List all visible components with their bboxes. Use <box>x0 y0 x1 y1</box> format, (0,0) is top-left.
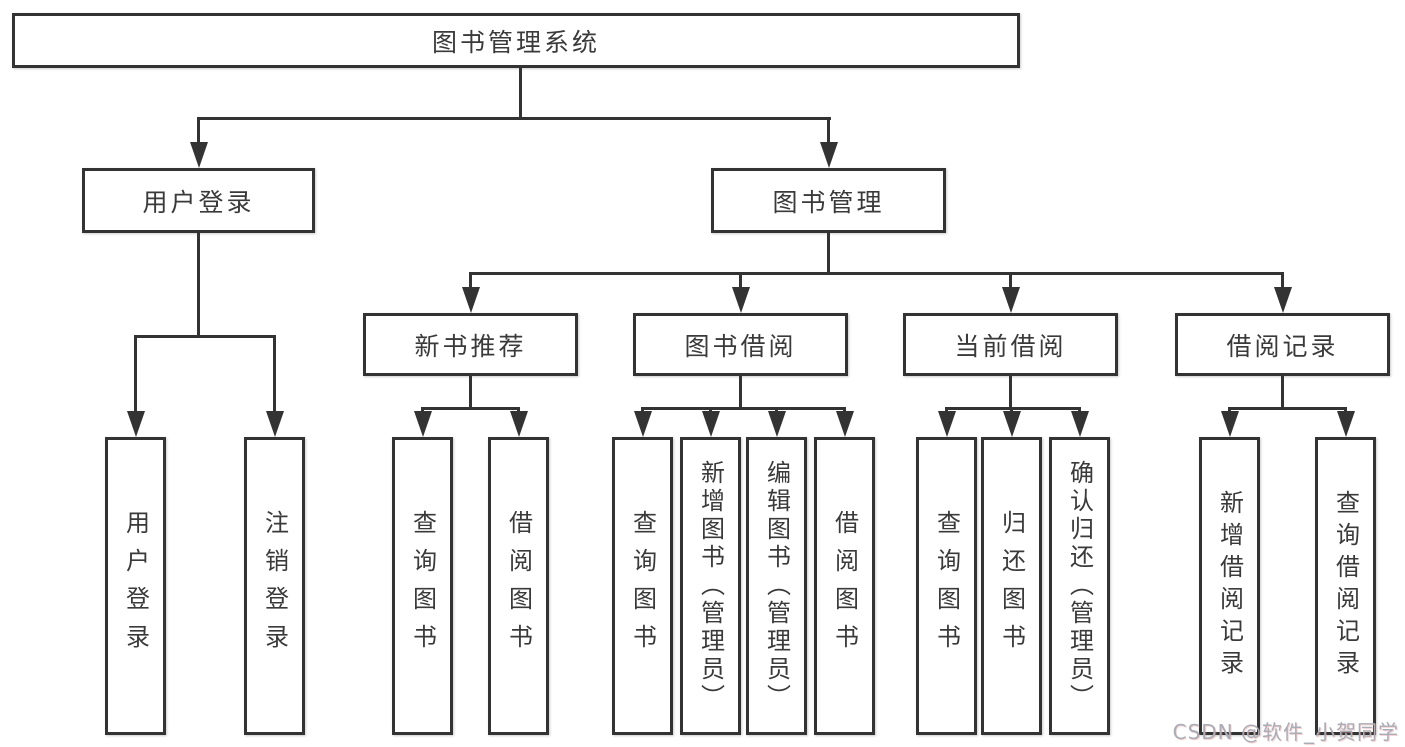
connector-line <box>469 376 472 410</box>
arrow-down-icon <box>461 287 480 313</box>
connector-line <box>519 68 522 120</box>
node-leaf-add-borrow-record: 新增借阅记录 <box>1199 437 1260 735</box>
node-leaf-borrow-books-recommend: 借阅图书 <box>488 437 549 735</box>
arrow-down-icon <box>1070 411 1089 437</box>
node-book-borrowing: 图书借阅 <box>633 313 848 376</box>
connector-line <box>1281 272 1284 289</box>
node-leaf-query-books-recommend: 查询图书 <box>392 437 453 735</box>
arrow-down-icon <box>835 411 854 437</box>
connector-line <box>197 117 831 120</box>
connector-line <box>197 233 200 338</box>
connector-line <box>273 335 276 413</box>
node-leaf-borrow-books-borrowing: 借阅图书 <box>814 437 875 735</box>
node-leaf-return-books: 归还图书 <box>981 437 1042 735</box>
arrow-down-icon <box>126 411 145 437</box>
node-leaf-edit-books-admin: 编辑图书（管理员） <box>746 437 807 735</box>
connector-line <box>197 117 200 145</box>
arrow-down-icon <box>189 142 208 168</box>
connector-line <box>134 335 137 413</box>
connector-line <box>1228 407 1347 410</box>
node-library-system: 图书管理系统 <box>12 13 1020 68</box>
connector-line <box>1009 272 1012 289</box>
node-leaf-logout: 注销登录 <box>244 437 305 735</box>
arrow-down-icon <box>701 411 720 437</box>
connector-line <box>469 272 1284 275</box>
connector-line <box>1009 376 1012 410</box>
connector-line <box>945 407 1081 410</box>
arrow-down-icon <box>413 411 432 437</box>
arrow-down-icon <box>731 287 750 313</box>
arrow-down-icon <box>937 411 956 437</box>
arrow-down-icon <box>1002 411 1021 437</box>
arrow-down-icon <box>1273 287 1292 313</box>
connector-line <box>134 335 276 338</box>
arrow-down-icon <box>265 411 284 437</box>
connector-line <box>827 233 830 275</box>
node-new-book-recommend: 新书推荐 <box>363 313 578 376</box>
connector-line <box>739 376 742 410</box>
connector-line <box>739 272 742 289</box>
node-leaf-confirm-return-admin: 确认归还（管理员） <box>1049 437 1110 735</box>
node-leaf-user-login: 用户登录 <box>105 437 166 735</box>
connector-line <box>1281 376 1284 410</box>
watermark: CSDN @软件_小贺同学 <box>1172 720 1399 744</box>
node-leaf-query-books-current: 查询图书 <box>916 437 977 735</box>
node-user-login: 用户登录 <box>82 168 315 233</box>
connector-line <box>827 117 830 145</box>
node-current-borrowing: 当前借阅 <box>903 313 1118 376</box>
node-leaf-query-borrow-record: 查询借阅记录 <box>1315 437 1376 735</box>
arrow-down-icon <box>819 142 838 168</box>
node-leaf-add-books-admin: 新增图书（管理员） <box>680 437 741 735</box>
connector-line <box>469 272 472 289</box>
node-book-management: 图书管理 <box>711 168 946 233</box>
arrow-down-icon <box>1001 287 1020 313</box>
arrow-down-icon <box>509 411 528 437</box>
arrow-down-icon <box>767 411 786 437</box>
connector-line <box>641 407 846 410</box>
arrow-down-icon <box>1220 411 1239 437</box>
node-leaf-query-books-borrowing: 查询图书 <box>612 437 673 735</box>
arrow-down-icon <box>1336 411 1355 437</box>
arrow-down-icon <box>633 411 652 437</box>
node-borrowing-records: 借阅记录 <box>1175 313 1390 376</box>
connector-line <box>421 407 520 410</box>
